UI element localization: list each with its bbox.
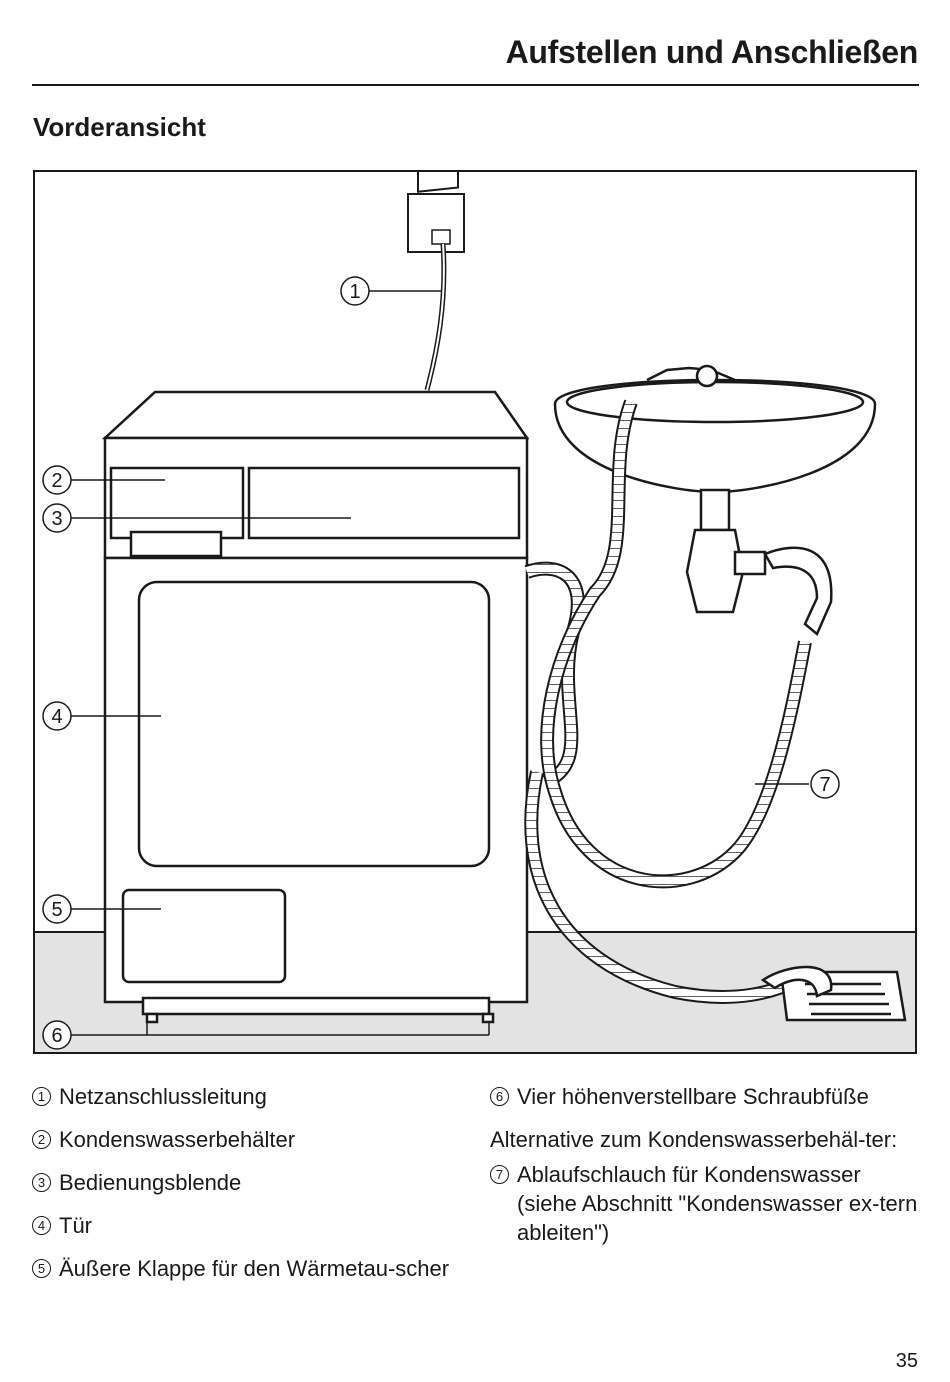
floor-drain xyxy=(760,965,907,1022)
callout-2-label: 2 xyxy=(51,470,62,492)
legend-number: 6 xyxy=(490,1087,509,1106)
callout-6 xyxy=(42,1020,72,1050)
callout-lines xyxy=(71,290,809,1036)
legend-number: 2 xyxy=(32,1130,51,1149)
callout-3 xyxy=(42,503,72,533)
dryer-front-view-figure: 1 2 3 4 5 6 7 xyxy=(33,170,917,1054)
wall-socket xyxy=(407,172,465,253)
callout-3-label: 3 xyxy=(51,508,62,530)
legend-item: 1 Netzanschlussleitung xyxy=(32,1082,452,1111)
legend-text: Tür xyxy=(59,1213,92,1238)
legend-item: 7 Ablaufschlauch für Kondenswasser (sieh… xyxy=(490,1160,920,1247)
page-number: 35 xyxy=(895,1350,918,1372)
callout-7 xyxy=(810,769,840,799)
callout-4 xyxy=(42,701,72,731)
legend-number: 4 xyxy=(32,1216,51,1235)
legend-number: 3 xyxy=(32,1173,51,1192)
section-title: Vorderansicht xyxy=(33,112,206,142)
callout-5 xyxy=(42,894,72,924)
header-divider xyxy=(32,84,919,86)
legend-text: Netzanschlussleitung xyxy=(59,1084,267,1109)
legend-item: 2 Kondenswasserbehälter xyxy=(32,1125,452,1154)
callout-7-label: 7 xyxy=(819,774,830,796)
legend-text: Kondenswasserbehälter xyxy=(59,1127,296,1152)
legend-text: Bedienungsblende xyxy=(59,1170,242,1195)
callout-4-label: 4 xyxy=(51,706,62,728)
callout-1 xyxy=(340,276,370,306)
legend-item: 3 Bedienungsblende xyxy=(32,1168,452,1197)
legend-left-column: 1 Netzanschlussleitung 2 Kondenswasserbe… xyxy=(32,1082,452,1297)
legend-number: 1 xyxy=(32,1087,51,1106)
page-title: Aufstellen und Anschließen xyxy=(505,34,919,70)
sink xyxy=(553,364,877,637)
legend-number: 5 xyxy=(32,1259,51,1278)
legend-item: 5 Äußere Klappe für den Wärmetau-scher xyxy=(32,1254,452,1283)
legend-item: 4 Tür xyxy=(32,1211,452,1240)
callout-1-label: 1 xyxy=(349,281,360,303)
legend-number: 7 xyxy=(490,1165,509,1184)
legend-item: 6 Vier höhenverstellbare Schraubfüße xyxy=(490,1082,920,1111)
legend-text: Vier höhenverstellbare Schraubfüße xyxy=(517,1084,869,1109)
callout-6-label: 6 xyxy=(51,1025,62,1047)
legend-text: Äußere Klappe für den Wärmetau-scher xyxy=(59,1256,450,1281)
callout-2 xyxy=(42,465,72,495)
alternative-note: Alternative zum Kondenswasserbehäl-ter: xyxy=(490,1127,898,1152)
legend-text: Ablaufschlauch für Kondenswasser (siehe … xyxy=(517,1162,918,1245)
legend-right-column: 6 Vier höhenverstellbare Schraubfüße Alt… xyxy=(490,1082,920,1261)
callout-5-label: 5 xyxy=(51,899,62,921)
dryer-illustration: 1 2 3 4 5 6 7 xyxy=(35,172,915,1052)
dryer xyxy=(101,390,530,1024)
